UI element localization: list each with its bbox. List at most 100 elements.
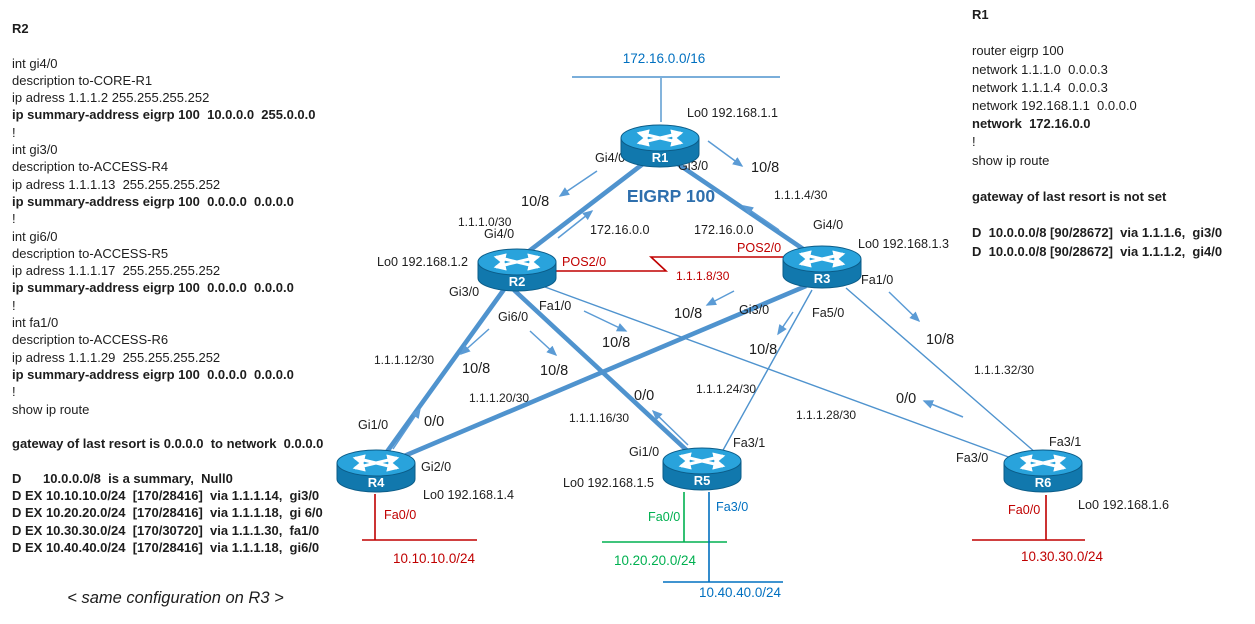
config-line: ip summary-address eigrp 100 0.0.0.0 0.0… — [12, 366, 294, 382]
label-if-r6-fa3-0: Fa3/0 — [956, 451, 988, 465]
config-line: D 10.0.0.0/8 [90/28672] via 1.1.1.6, gi3… — [972, 225, 1223, 241]
config-line — [12, 452, 357, 469]
router-r4: R4 — [337, 450, 415, 492]
arrow-10-8-r1-r3 — [707, 140, 744, 167]
label-loopback-r1: Lo0 192.168.1.1 — [687, 106, 778, 120]
label-if-r5-fa0-0: Fa0/0 — [648, 510, 680, 524]
link-r2-r4 — [379, 286, 507, 462]
link-r3-r6 — [845, 287, 1037, 454]
arrow-172-up-r3-r1 — [742, 205, 780, 231]
label-if-r2-gi3-0: Gi3/0 — [449, 285, 479, 299]
label-loopback-r3: Lo0 192.168.1.3 — [858, 237, 949, 251]
config-line: description to-ACCESS-R4 — [12, 159, 169, 175]
label-lan-10-40-40: 10.40.40.0/24 — [699, 585, 781, 600]
label-if-r1-gi4-0: Gi4/0 — [595, 151, 625, 165]
config-line: D EX 10.30.30.0/24 [170/30720] via 1.1.1… — [12, 522, 320, 538]
label-subnet-1-1-1-28: 1.1.1.28/30 — [796, 408, 856, 422]
config-line: ! — [12, 384, 16, 400]
router-r2: R2 — [478, 249, 556, 291]
r2-config-title: R2 — [12, 21, 29, 36]
arrow-0-0-r4-r2 — [392, 407, 421, 450]
label-adv-10-8-r2r5: 10/8 — [540, 363, 568, 379]
arrow-10-8-r2-r4 — [459, 328, 490, 355]
label-loopback-r2: Lo0 192.168.1.2 — [377, 255, 468, 269]
config-line — [972, 24, 1254, 42]
arrow-10-8-r3-r6 — [888, 291, 921, 323]
config-line: int gi4/0 — [12, 55, 58, 71]
config-line: ! — [12, 124, 16, 140]
arrow-10-8-r1-r2 — [558, 170, 598, 197]
label-if-r5-fa3-1: Fa3/1 — [733, 436, 765, 450]
label-if-r3-fa1-0: Fa1/0 — [861, 273, 893, 287]
config-line: ! — [972, 134, 976, 150]
config-line: D EX 10.20.20.0/24 [170/28416] via 1.1.1… — [12, 505, 323, 521]
router-name-r1: R1 — [652, 150, 669, 165]
router-r1: R1 — [621, 125, 699, 167]
config-line: ! — [12, 297, 16, 313]
config-line: router eigrp 100 — [972, 43, 1064, 59]
label-subnet-1-1-1-24: 1.1.1.24/30 — [696, 382, 756, 396]
label-adv-10-8-r1r2: 10/8 — [521, 194, 549, 210]
config-line: gateway of last resort is not set — [972, 189, 1167, 205]
label-if-r5-gi1-0: Gi1/0 — [629, 445, 659, 459]
config-line: ip adress 1.1.1.2 255.255.255.252 — [12, 90, 210, 106]
link-r3-r5 — [721, 289, 813, 453]
arrow-10-8-r3-r4 — [705, 290, 735, 306]
label-adv-0-0-r5: 0/0 — [634, 388, 654, 404]
router-name-r4: R4 — [368, 475, 385, 490]
label-subnet-1-1-1-16: 1.1.1.16/30 — [569, 411, 629, 425]
router-r3: R3 — [783, 246, 861, 288]
label-adv-0-0-r4: 0/0 — [424, 414, 444, 430]
config-line: gateway of last resort is 0.0.0.0 to net… — [12, 436, 324, 452]
label-if-r2-gi4-0: Gi4/0 — [484, 227, 514, 241]
config-line: ip summary-address eigrp 100 0.0.0.0 0.0… — [12, 193, 294, 209]
label-if-r3-gi3-0: Gi3/0 — [739, 303, 769, 317]
arrow-10-8-r3-r5 — [777, 311, 794, 336]
config-line: ip summary-address eigrp 100 0.0.0.0 0.0… — [12, 280, 294, 296]
config-line — [972, 170, 1254, 188]
label-adv-10-8-r2r6: 10/8 — [602, 335, 630, 351]
label-subnet-1-1-1-12: 1.1.1.12/30 — [374, 353, 434, 367]
config-line: int fa1/0 — [12, 315, 59, 331]
arrow-10-8-r2-r5 — [529, 330, 558, 357]
label-if-r4-gi2-0: Gi2/0 — [421, 460, 451, 474]
config-line: ip adress 1.1.1.29 255.255.255.252 — [12, 349, 221, 365]
label-adv-10-8-r3r5: 10/8 — [749, 342, 777, 358]
label-subnet-1-1-1-20: 1.1.1.20/30 — [469, 391, 529, 405]
label-adv-10-8-r3r6: 10/8 — [926, 332, 954, 348]
config-line: int gi3/0 — [12, 142, 58, 158]
label-loopback-r5: Lo0 192.168.1.5 — [563, 476, 654, 490]
config-line: D 10.0.0.0/8 is a summary, Null0 — [12, 470, 233, 486]
config-line: network 1.1.1.4 0.0.0.3 — [972, 79, 1108, 95]
label-subnet-1-1-1-0: 1.1.1.0/30 — [458, 215, 512, 229]
config-line: network 1.1.1.0 0.0.0.3 — [972, 61, 1108, 77]
router-name-r3: R3 — [814, 271, 831, 286]
label-if-r6-fa3-1: Fa3/1 — [1049, 435, 1081, 449]
config-line: show ip route — [972, 152, 1050, 168]
link-r2-r3-pos — [552, 256, 786, 272]
config-line: ip adress 1.1.1.17 255.255.255.252 — [12, 263, 221, 279]
label-if-r2-pos2-0: POS2/0 — [562, 255, 606, 269]
config-line: ip summary-address eigrp 100 10.0.0.0 25… — [12, 107, 316, 123]
config-line — [12, 418, 357, 435]
label-if-r2-gi6-0: Gi6/0 — [498, 310, 528, 324]
label-top-network: 172.16.0.0/16 — [623, 51, 706, 66]
config-line: description to-CORE-R1 — [12, 72, 153, 88]
label-loopback-r4: Lo0 192.168.1.4 — [423, 488, 514, 502]
label-if-r3-gi4-0: Gi4/0 — [813, 218, 843, 232]
link-r1-r2 — [518, 158, 650, 260]
router-r6: R6 — [1004, 450, 1082, 492]
arrow-0-0-r6-r2 — [922, 400, 964, 418]
label-if-r3-pos2-0: POS2/0 — [737, 241, 781, 255]
arrow-172-up-r2-r1 — [557, 210, 594, 239]
label-subnet-1-1-1-8: 1.1.1.8/30 — [676, 269, 730, 283]
config-line: network 172.16.0.0 — [972, 116, 1091, 132]
r1-config-lines: router eigrp 100 network 1.1.1.0 0.0.0.3 n… — [972, 24, 1254, 261]
config-line — [12, 37, 357, 54]
config-line: ip adress 1.1.1.13 255.255.255.252 — [12, 176, 221, 192]
router-name-r2: R2 — [509, 274, 526, 289]
router-name-r6: R6 — [1035, 475, 1052, 490]
